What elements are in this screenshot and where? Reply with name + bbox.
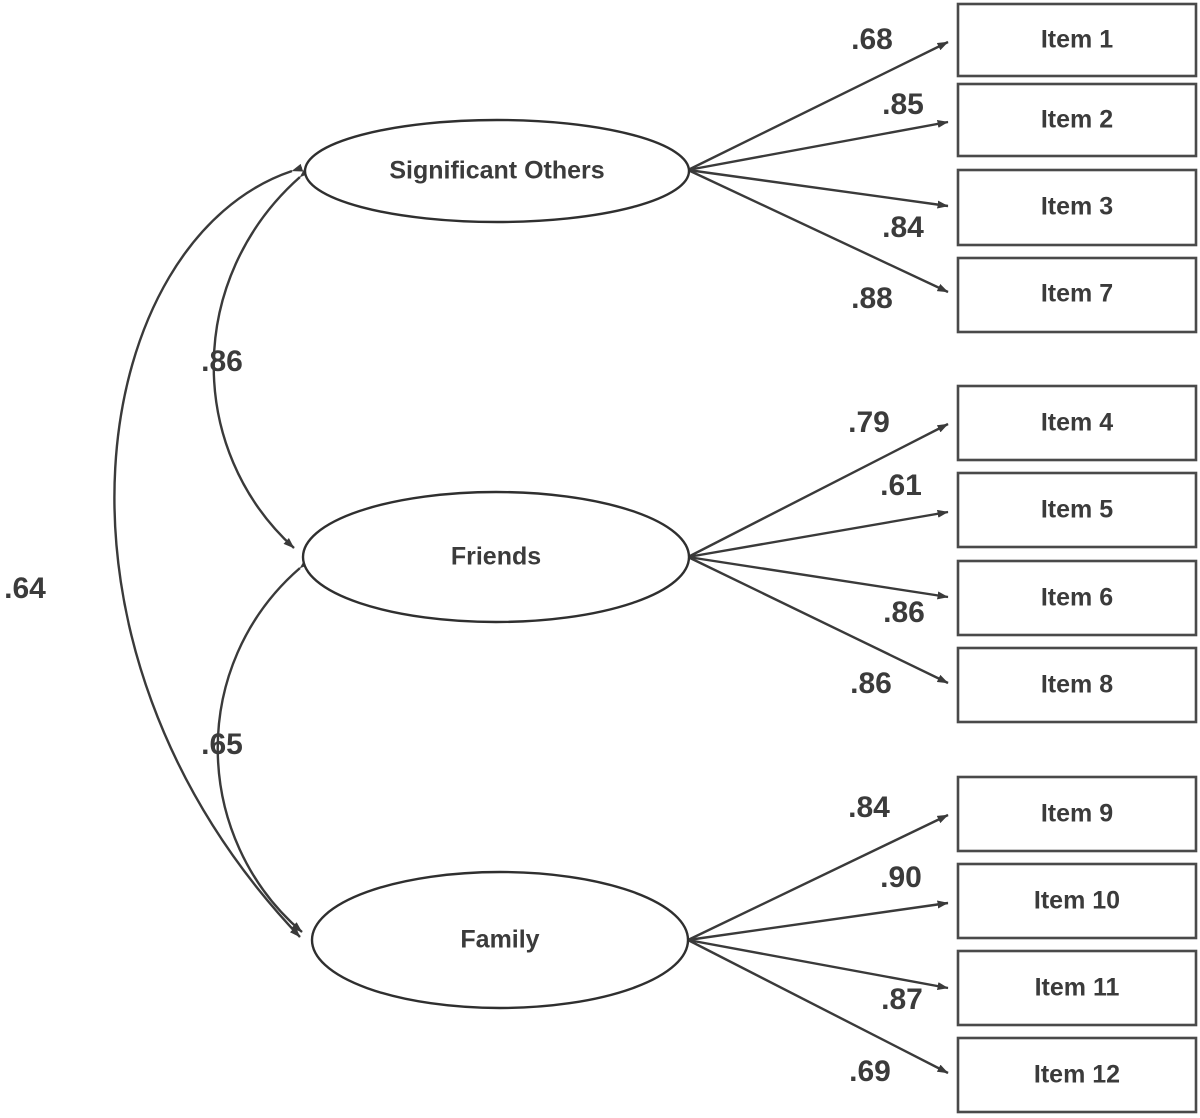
correlation-curve-so-family	[113, 163, 304, 938]
indicator-box-item-12[interactable]	[956, 1036, 1198, 1114]
indicator-node-item-11[interactable]: Item 11	[956, 949, 1198, 1027]
loading-arrow-item-7	[687, 168, 949, 294]
loading-arrows-significant-others	[687, 40, 949, 294]
indicator-box-item-2[interactable]	[956, 82, 1198, 158]
indicator-node-item-6[interactable]: Item 6	[956, 559, 1198, 637]
loading-label-item-8: .86	[850, 667, 892, 700]
loading-arrow-item-8	[687, 555, 949, 685]
correlation-curve-so-friends	[212, 167, 311, 549]
correlation-curve-friends-family	[216, 558, 311, 933]
loading-label-item-1: .68	[851, 23, 893, 56]
loading-label-item-2: .85	[882, 88, 924, 121]
correlation-label-so-friends: .86	[201, 345, 243, 378]
indicator-node-item-10[interactable]: Item 10	[956, 862, 1198, 940]
loading-label-item-7: .88	[851, 282, 893, 315]
factor-label-friends: Friends	[451, 543, 541, 571]
loading-arrow-item-12	[687, 938, 949, 1075]
loading-label-item-12: .69	[849, 1055, 891, 1088]
indicator-node-item-9[interactable]: Item 9	[956, 775, 1198, 853]
indicator-node-item-12[interactable]: Item 12	[956, 1036, 1198, 1114]
loading-arrow-item-9	[687, 813, 949, 942]
correlation-labels: .86 .65 .64	[4, 345, 243, 761]
indicator-box-item-6[interactable]	[956, 559, 1198, 637]
correlation-curves	[113, 163, 311, 938]
indicator-nodes: Item 1 Item 2 Item 3 Item 7 Item 4 Item …	[956, 2, 1198, 1114]
loading-arrow-item-3	[687, 168, 949, 209]
indicator-node-item-3[interactable]: Item 3	[956, 168, 1198, 247]
indicator-label-item-7: Item 7	[1041, 280, 1113, 308]
indicator-label-item-8: Item 8	[1041, 671, 1113, 699]
indicator-box-item-11[interactable]	[956, 949, 1198, 1027]
indicator-box-item-7[interactable]	[956, 256, 1198, 334]
loading-arrow-item-6	[687, 555, 949, 600]
loading-label-item-9: .84	[848, 791, 890, 824]
factor-nodes: Significant Others Friends Family	[301, 118, 691, 1010]
indicator-box-item-10[interactable]	[956, 862, 1198, 940]
factor-node-friends[interactable]: Friends	[301, 490, 691, 624]
indicator-box-item-3[interactable]	[956, 168, 1198, 247]
correlation-label-so-family: .64	[4, 572, 46, 605]
indicator-label-item-12: Item 12	[1034, 1061, 1120, 1089]
factor-label-family: Family	[460, 926, 539, 954]
loading-labels: .68 .85 .84 .88 .79 .61 .86 .86 .84 .90 …	[848, 23, 925, 1088]
loading-label-item-6: .86	[883, 596, 925, 629]
loading-arrow-item-2	[687, 119, 949, 172]
loading-label-item-5: .61	[880, 469, 922, 502]
indicator-node-item-2[interactable]: Item 2	[956, 82, 1198, 158]
factor-node-family[interactable]: Family	[310, 870, 690, 1010]
indicator-node-item-4[interactable]: Item 4	[956, 384, 1198, 462]
ellipse-friends[interactable]	[301, 490, 691, 624]
loading-arrow-item-5	[687, 509, 949, 559]
loading-label-item-4: .79	[848, 406, 890, 439]
loading-label-item-10: .90	[880, 861, 922, 894]
indicator-node-item-1[interactable]: Item 1	[956, 2, 1198, 78]
loading-arrows-family	[687, 813, 949, 1075]
factor-node-significant-others[interactable]: Significant Others	[303, 118, 691, 224]
indicator-node-item-7[interactable]: Item 7	[956, 256, 1198, 334]
indicator-label-item-10: Item 10	[1034, 887, 1120, 915]
indicator-label-item-2: Item 2	[1041, 106, 1113, 134]
ellipse-significant-others[interactable]	[303, 118, 691, 224]
loading-arrow-item-4	[687, 422, 949, 559]
indicator-label-item-9: Item 9	[1041, 800, 1113, 828]
indicator-label-item-4: Item 4	[1041, 409, 1113, 437]
indicator-box-item-1[interactable]	[956, 2, 1198, 78]
loading-label-item-3: .84	[882, 211, 924, 244]
loading-label-item-11: .87	[881, 983, 923, 1016]
indicator-label-item-3: Item 3	[1041, 193, 1113, 221]
indicator-box-item-5[interactable]	[956, 471, 1198, 549]
indicator-label-item-6: Item 6	[1041, 584, 1113, 612]
indicator-label-item-1: Item 1	[1041, 26, 1113, 54]
indicator-box-item-8[interactable]	[956, 646, 1198, 724]
indicator-node-item-5[interactable]: Item 5	[956, 471, 1198, 549]
indicator-box-item-4[interactable]	[956, 384, 1198, 462]
indicator-label-item-11: Item 11	[1035, 974, 1120, 1002]
loading-arrow-item-1	[687, 40, 949, 172]
loading-arrow-item-11	[687, 938, 949, 991]
indicator-box-item-9[interactable]	[956, 775, 1198, 853]
factor-label-significant-others: Significant Others	[389, 157, 604, 185]
ellipse-family[interactable]	[310, 870, 690, 1010]
correlation-label-friends-family: .65	[201, 728, 243, 761]
indicator-node-item-8[interactable]: Item 8	[956, 646, 1198, 724]
loading-arrows-friends	[687, 422, 949, 685]
indicator-label-item-5: Item 5	[1041, 496, 1113, 524]
loading-arrow-item-10	[687, 900, 949, 942]
